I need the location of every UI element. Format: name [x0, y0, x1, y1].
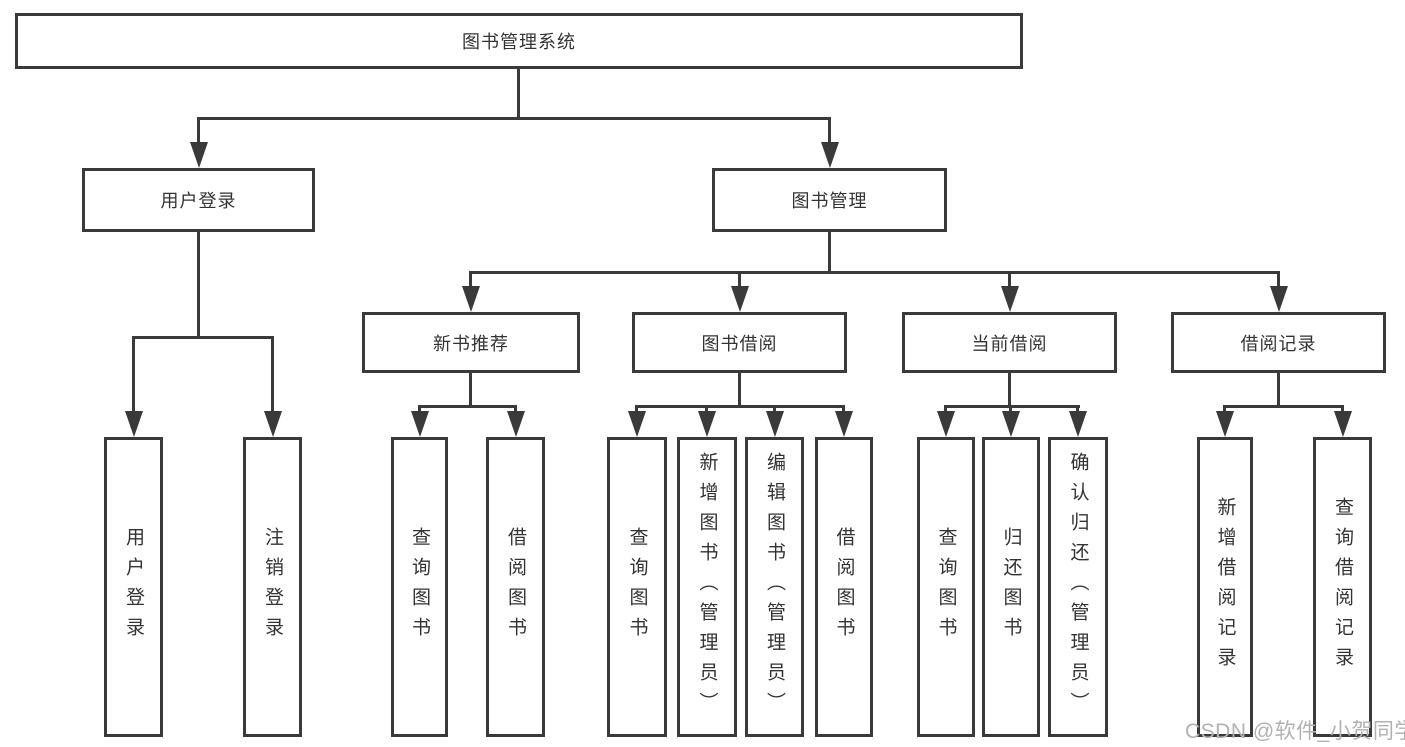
connector-line: [197, 117, 200, 143]
node-borrow-books-recommend-label: 借阅图书: [505, 527, 526, 647]
connector-arrowhead: [1002, 411, 1020, 437]
node-user-login-label: 用户登录: [160, 191, 237, 211]
connector-arrowhead: [766, 411, 784, 437]
node-edit-books-admin-label: 编辑图书（管理员）: [764, 452, 785, 722]
node-borrow-records-label: 借阅记录: [1240, 333, 1317, 354]
connector-line: [1277, 373, 1280, 405]
node-query-books-borrow: 查询图书: [607, 437, 667, 737]
connector-arrowhead: [190, 142, 208, 168]
connector-line: [197, 232, 200, 336]
connector-line: [469, 373, 472, 405]
connector-line: [1341, 405, 1344, 413]
connector-arrowhead: [264, 411, 282, 437]
node-user-login: 用户登录: [82, 168, 315, 232]
connector-arrowhead: [1069, 411, 1087, 437]
connector-line: [842, 405, 845, 413]
connector-line: [738, 373, 741, 405]
connector-line: [944, 405, 1080, 408]
connector-arrowhead: [462, 286, 480, 312]
connector-arrowhead: [937, 411, 955, 437]
connector-arrowhead: [698, 411, 716, 437]
node-borrow-records: 借阅记录: [1171, 312, 1386, 373]
connector-line: [1009, 405, 1012, 413]
node-query-books-current-label: 查询图书: [935, 527, 957, 647]
node-edit-books-admin: 编辑图书（管理员）: [745, 437, 804, 737]
node-current-borrow-label: 当前借阅: [971, 333, 1048, 354]
node-add-borrow-record-label: 新增借阅记录: [1214, 497, 1236, 677]
connector-line: [828, 232, 831, 271]
connector-line: [132, 336, 135, 411]
node-add-books-admin-label: 新增图书（管理员）: [696, 452, 718, 722]
connector-line: [1008, 271, 1011, 286]
node-logout: 注销登录: [243, 437, 302, 737]
node-return-books: 归还图书: [982, 437, 1040, 737]
node-new-book-recommend: 新书推荐: [362, 312, 580, 373]
connector-line: [738, 271, 741, 286]
connector-line: [1223, 405, 1226, 413]
connector-line: [635, 405, 638, 413]
node-login: 用户登录: [104, 437, 163, 737]
node-library-management-system: 图书管理系统: [15, 13, 1023, 69]
node-logout-label: 注销登录: [262, 527, 283, 647]
connector-line: [1223, 405, 1344, 408]
connector-line: [418, 405, 517, 408]
connector-line: [1008, 373, 1011, 405]
csdn-watermark: CSDN @软件_小贺同学: [1185, 720, 1405, 743]
node-book-management: 图书管理: [712, 168, 947, 232]
connector-line: [418, 405, 421, 413]
node-current-borrow: 当前借阅: [902, 312, 1117, 373]
connector-arrowhead: [125, 411, 143, 437]
node-new-book-recommend-label: 新书推荐: [433, 333, 509, 354]
connector-arrowhead: [731, 286, 749, 312]
node-borrow-books-recommend: 借阅图书: [486, 437, 545, 737]
node-confirm-return-admin: 确认归还（管理员）: [1048, 437, 1108, 737]
connector-line: [773, 405, 776, 413]
node-add-books-admin: 新增图书（管理员）: [677, 437, 737, 737]
node-borrow-books-label: 借阅图书: [833, 527, 855, 647]
node-return-books-label: 归还图书: [1000, 527, 1022, 647]
connector-arrowhead: [1001, 286, 1019, 312]
connector-line: [132, 336, 274, 339]
node-query-borrow-record-label: 查询借阅记录: [1332, 497, 1353, 677]
node-query-books-recommend-label: 查询图书: [409, 527, 430, 647]
connector-line: [635, 405, 845, 408]
connector-arrowhead: [835, 411, 853, 437]
node-query-borrow-record: 查询借阅记录: [1313, 437, 1372, 737]
connector-line: [517, 69, 520, 117]
node-query-books-borrow-label: 查询图书: [626, 527, 648, 647]
connector-arrowhead: [1334, 411, 1352, 437]
connector-line: [514, 405, 517, 413]
node-query-books-recommend: 查询图书: [391, 437, 448, 737]
node-login-label: 用户登录: [123, 527, 144, 647]
node-query-books-current: 查询图书: [917, 437, 975, 737]
node-add-borrow-record: 新增借阅记录: [1197, 437, 1253, 737]
node-book-management-label: 图书管理: [791, 191, 868, 211]
connector-arrowhead: [411, 411, 429, 437]
connector-arrowhead: [507, 411, 525, 437]
connector-line: [197, 117, 831, 120]
node-confirm-return-admin-label: 确认归还（管理员）: [1067, 452, 1089, 722]
node-borrow-books: 借阅图书: [815, 437, 873, 737]
connector-line: [469, 271, 472, 286]
node-book-borrow: 图书借阅: [632, 312, 847, 373]
connector-line: [828, 117, 831, 143]
connector-line: [1076, 405, 1079, 413]
connector-arrowhead: [628, 411, 646, 437]
connector-arrowhead: [821, 142, 839, 168]
node-book-borrow-label: 图书借阅: [701, 333, 778, 354]
connector-line: [705, 405, 708, 413]
connector-line: [944, 405, 947, 413]
connector-line: [271, 336, 274, 411]
connector-arrowhead: [1270, 286, 1288, 312]
connector-line: [469, 271, 1280, 274]
connector-line: [1277, 271, 1280, 286]
node-library-management-system-label: 图书管理系统: [462, 32, 576, 52]
connector-arrowhead: [1216, 411, 1234, 437]
